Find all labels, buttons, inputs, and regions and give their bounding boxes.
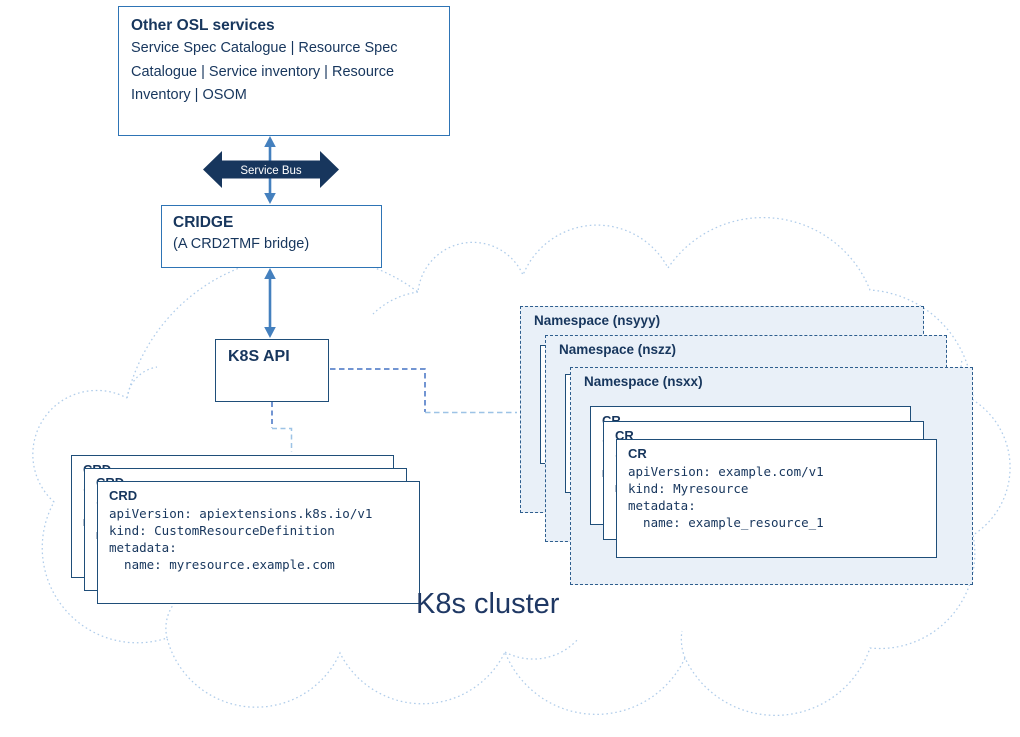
connector-k8sapi-to-crds [271,402,293,452]
cloud-curl [126,366,158,399]
crd-line: name: myresource.example.com [109,557,335,572]
crd-line: metadata: [109,540,177,555]
cr-title: CR [628,446,647,461]
cr-line: apiVersion: example.com/v1 [628,464,824,479]
cridge-title: CRIDGE [173,214,234,231]
cr-line: kind: Myresource [628,481,749,496]
arrow-cridge-k8sapi [264,268,276,338]
namespace-nsxx-label: Namespace (nsxx) [584,374,703,389]
k8s-cluster-label: K8s cluster [416,588,560,620]
cridge-subtitle: (A CRD2TMF bridge) [173,236,310,252]
cr-line: name: example_resource_1 [628,515,824,530]
cloud-curl [372,291,419,315]
cr-line: metadata: [628,498,696,513]
k8s-api-box: K8S API [215,339,329,402]
osl-services-box: Other OSL services Service Spec Catalogu… [118,6,450,136]
connector-k8sapi-to-namespaces [330,368,517,414]
cridge-box: CRIDGE (A CRD2TMF bridge) [161,205,382,268]
cloud-curl [680,630,686,659]
osl-services-title: Other OSL services [131,17,275,34]
cr-box-front: CR apiVersion: example.com/v1 kind: Myre… [616,439,937,558]
service-bus-label: Service Bus [240,165,302,177]
crd-stack: CRD apiVersion: apiextensions.k8s.io/v1 … [71,455,421,605]
crd-box-front: CRD apiVersion: apiextensions.k8s.io/v1 … [97,481,420,604]
crd-line: kind: CustomResourceDefinition [109,523,335,538]
k8s-api-title: K8S API [228,348,290,365]
cloud-curl [504,638,579,660]
osl-services-list: Service Spec Catalogue | Resource Spec C… [131,40,398,103]
namespace-nszz-label: Namespace (nszz) [559,342,677,357]
service-bus-arrow: Service Bus [203,151,339,188]
crd-line: apiVersion: apiextensions.k8s.io/v1 [109,506,373,521]
crd-title: CRD [109,488,138,503]
namespace-nsyyy-label: Namespace (nsyyy) [534,313,661,328]
namespace-nsxx: Namespace (nsxx) CR apiVersion: example.… [570,367,973,585]
